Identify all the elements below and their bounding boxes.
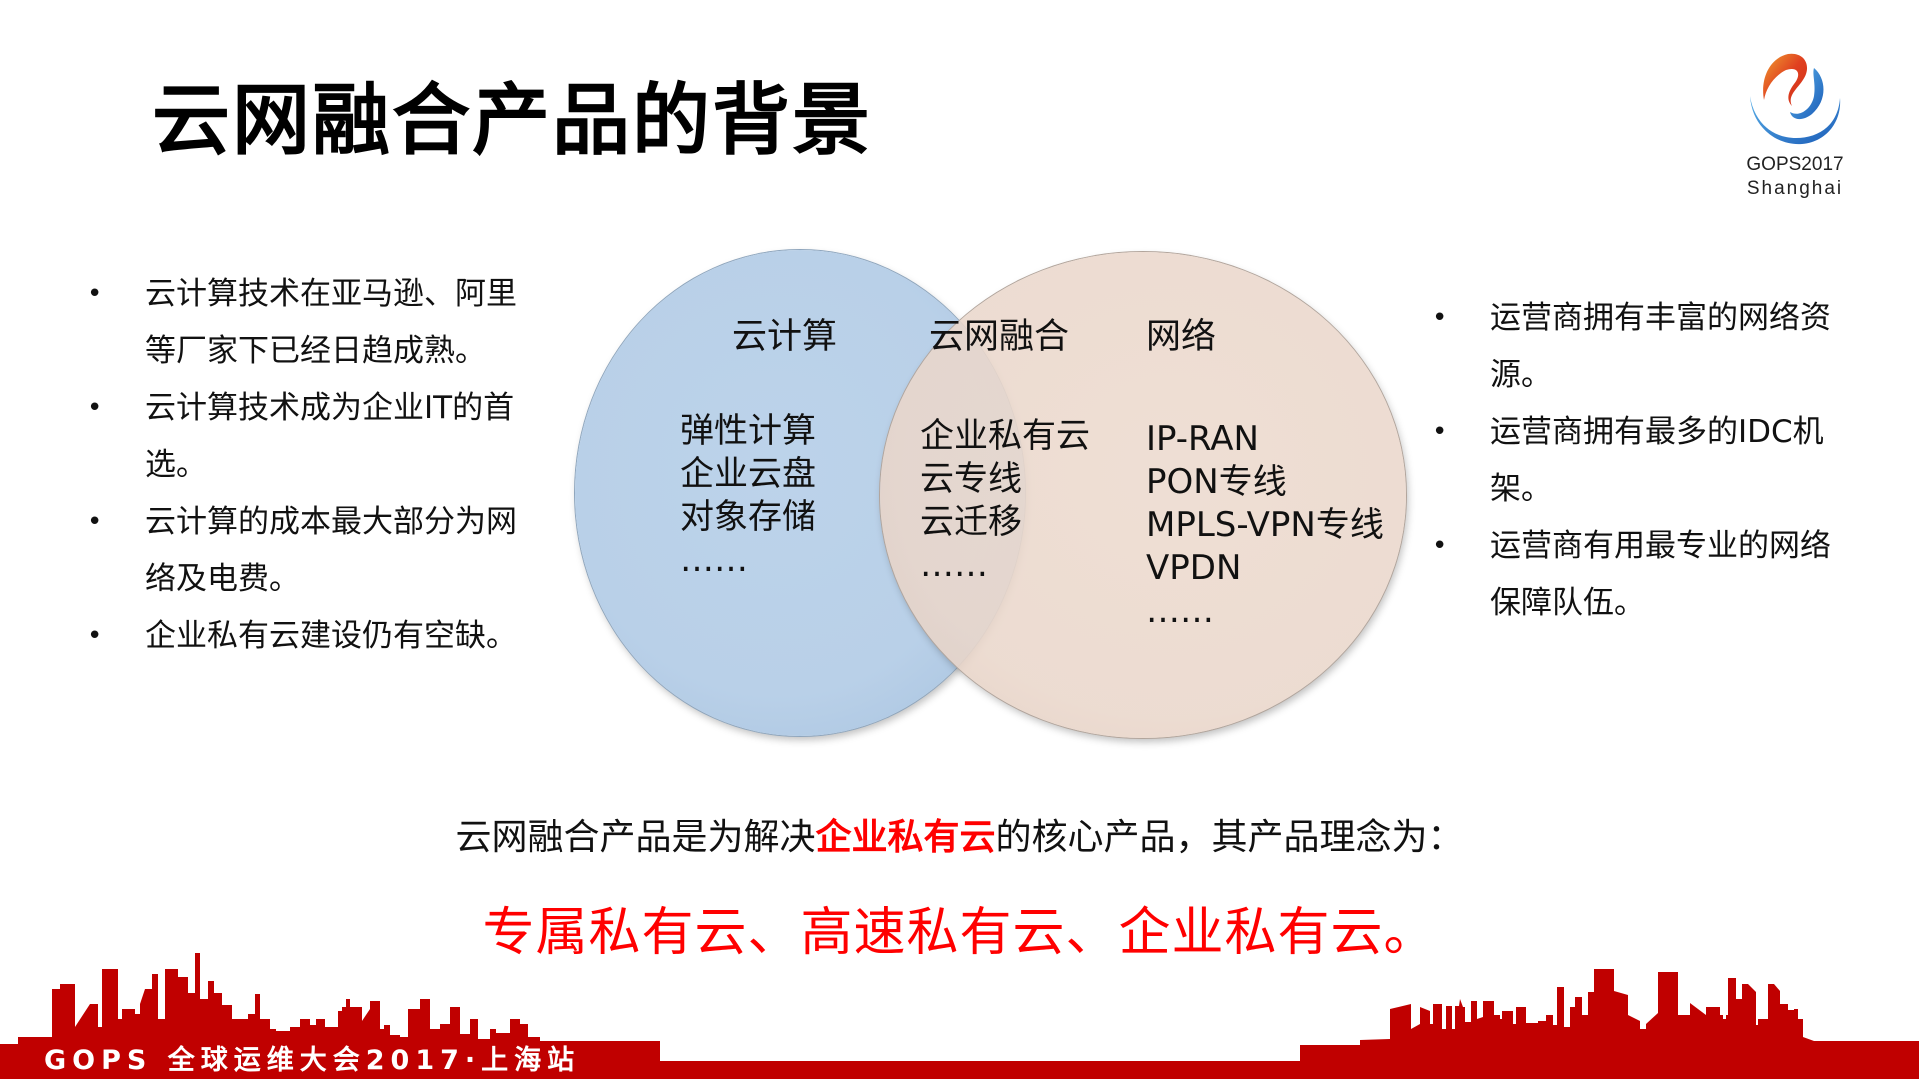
venn-diagram: 云计算 云网融合 网络 弹性计算 企业云盘 对象存储 …… 企业私有云 云专线 …	[560, 240, 1430, 750]
bullet-icon: •	[1432, 303, 1448, 333]
list-item: •运营商有用最专业的网络保障队伍。	[1432, 518, 1832, 632]
footer-event-name: GOPS 全球运维大会2017·上海站	[44, 1045, 581, 1076]
gops-flame-logo-icon	[1750, 53, 1841, 145]
footer-skyline: GOPS 全球运维大会2017·上海站	[0, 949, 1919, 1079]
list-item: •运营商拥有丰富的网络资源。	[1432, 290, 1832, 404]
bullet-icon: •	[1432, 531, 1448, 561]
summary-highlight: 企业私有云	[815, 817, 996, 858]
list-item: •企业私有云建设仍有空缺。	[87, 608, 527, 665]
bullet-icon: •	[87, 507, 103, 537]
venn-list-cloud: 弹性计算 企业云盘 对象存储 ……	[680, 411, 816, 580]
logo-text-shanghai: Shanghai	[1746, 178, 1844, 199]
bullet-icon: •	[87, 279, 103, 309]
list-item: •云计算技术在亚马逊、阿里等厂家下已经日趋成熟。	[87, 266, 527, 380]
product-slogan: 专属私有云、高速私有云、企业私有云。	[482, 903, 1437, 963]
venn-list-network: IP-RAN PON专线 MPLS-VPN专线 VPDN ……	[1146, 419, 1384, 631]
city-skyline-icon	[0, 953, 1919, 1079]
venn-label-network: 网络	[1146, 317, 1217, 357]
bullet-icon: •	[87, 393, 103, 423]
bullet-icon: •	[1432, 417, 1448, 447]
logo-text-gops: GOPS2017	[1746, 154, 1844, 175]
venn-label-cloud: 云计算	[732, 317, 838, 357]
venn-label-overlap: 云网融合	[929, 317, 1070, 357]
venn-list-overlap: 企业私有云 云专线 云迁移 ……	[920, 416, 1090, 585]
list-item: •云计算的成本最大部分为网络及电费。	[87, 494, 527, 608]
summary-sentence: 云网融合产品是为解决企业私有云的核心产品，其产品理念为：	[455, 817, 1464, 858]
list-item: •运营商拥有最多的IDC机架。	[1432, 404, 1832, 518]
venn-circle-network	[880, 252, 1406, 738]
list-item: •云计算技术成为企业IT的首选。	[87, 380, 527, 494]
left-bullet-list: •云计算技术在亚马逊、阿里等厂家下已经日趋成熟。 •云计算技术成为企业IT的首选…	[87, 266, 527, 665]
right-bullet-list: •运营商拥有丰富的网络资源。 •运营商拥有最多的IDC机架。 •运营商有用最专业…	[1432, 290, 1832, 632]
slide-title: 云网融合产品的背景	[152, 76, 873, 166]
gops-logo: GOPS2017 Shanghai	[1730, 48, 1860, 208]
bullet-icon: •	[87, 621, 103, 651]
